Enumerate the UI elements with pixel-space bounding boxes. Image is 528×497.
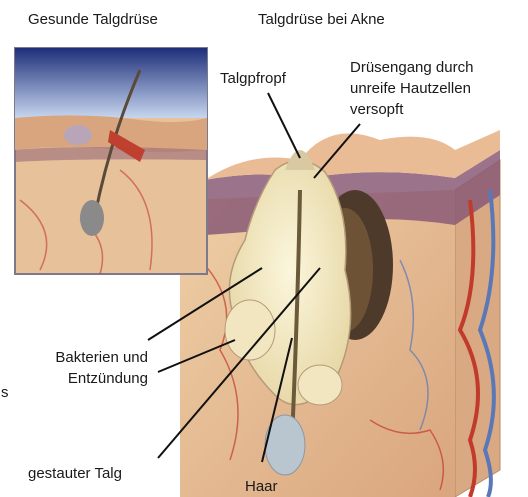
label-edge-fragment: s — [1, 384, 9, 401]
label-bacteria-1: Bakterien und — [55, 349, 148, 366]
label-acne-gland: Talgdrüse bei Akne — [258, 11, 385, 28]
label-sebum-plug: Talgpfropf — [220, 70, 286, 87]
label-trapped-sebum: gestauter Talg — [28, 465, 122, 482]
label-duct-clogged-3: versopft — [350, 101, 403, 118]
healthy-gland-inset — [15, 48, 207, 274]
label-healthy-gland: Gesunde Talgdrüse — [28, 11, 158, 28]
label-bacteria-2: Entzündung — [68, 370, 148, 387]
label-duct-clogged-2: unreife Hautzellen — [350, 80, 471, 97]
label-duct-clogged-1: Drüsengang durch — [350, 59, 473, 76]
label-hair: Haar — [245, 478, 278, 495]
leader-sebum-plug — [268, 93, 300, 158]
skin-block — [180, 130, 500, 497]
